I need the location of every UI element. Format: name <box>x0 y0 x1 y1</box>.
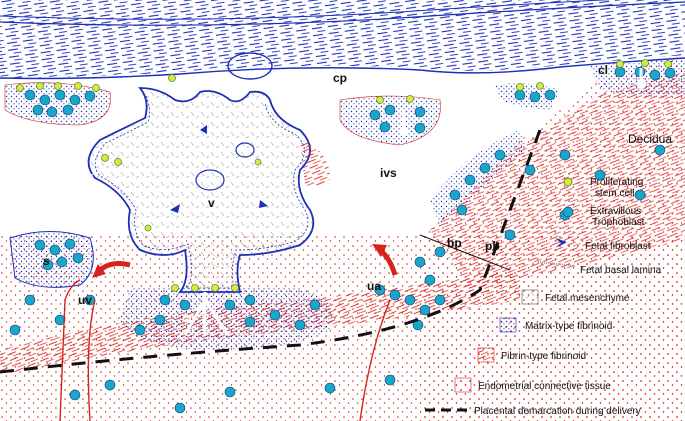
legend-lamina: Fetal basal lamina <box>580 265 662 276</box>
fetal-capillary-2 <box>235 142 255 158</box>
uterine-vein <box>59 279 96 421</box>
fetal-fibroblasts <box>170 125 268 213</box>
legend-evt-1: Extravillous <box>590 206 641 217</box>
stem-cells <box>16 59 672 292</box>
legend-stem-icon <box>563 177 573 187</box>
chorionic-vessel <box>227 52 273 80</box>
label-cc: cc <box>182 311 196 325</box>
legend-lamina-icon <box>537 261 576 267</box>
legend-endometrial: Endometrial connective tissue <box>478 381 611 392</box>
label-ci: ci <box>84 172 94 186</box>
label-cl: cl <box>598 63 608 77</box>
fibrin-villus-rim <box>300 140 330 187</box>
villus-stem <box>87 87 315 293</box>
legend-matrix: Matrix-type fibrinoid <box>525 321 612 332</box>
label-ua: ua <box>367 279 381 293</box>
uterine-artery <box>359 299 391 421</box>
white-arrow-cl-head <box>635 83 647 91</box>
label-bp: bp <box>447 236 462 250</box>
legend: Proliferating stem cell Extravillous Tro… <box>425 177 662 417</box>
label-ivs: ivs <box>380 166 397 180</box>
legend-endometrial-icon <box>454 377 472 393</box>
white-arrow-mid-head <box>397 130 409 138</box>
label-pb: pb <box>485 239 500 253</box>
legend-demarcation: Placental demarcation during delivery <box>474 406 641 417</box>
chorionic-plate <box>0 0 685 78</box>
cell-island-right <box>495 83 560 110</box>
label-v: v <box>208 196 215 210</box>
cell-island-mid <box>339 95 441 146</box>
trophoblast-layer <box>0 57 685 80</box>
white-arrow-cc <box>183 292 230 336</box>
cell-column-cc <box>120 288 332 351</box>
legend-fibrin-icon <box>477 347 495 363</box>
decidua-fibers <box>430 70 685 290</box>
legend-stem-2: stem cell <box>595 188 634 199</box>
trophoblast-cells <box>9 66 676 414</box>
legend-matrix-icon <box>499 317 517 333</box>
bp-pb-divider <box>419 234 511 271</box>
fetal-capillary <box>195 169 225 191</box>
legend-fibroblast: Fetal fibroblast <box>585 241 651 252</box>
legend-mesenchyme: Fetal mesenchyme <box>545 293 630 304</box>
legend-evt-icon <box>562 206 574 218</box>
label-cp: cp <box>333 71 347 85</box>
uv-arrow-head <box>92 264 106 278</box>
amnion-line-2 <box>0 0 612 20</box>
ua-arrow-head <box>372 244 387 257</box>
legend-stem-1: Proliferating <box>590 177 643 188</box>
label-decidua: Decidua <box>628 132 672 146</box>
legend-fibroblast-icon <box>555 238 567 248</box>
cell-island-cl <box>590 59 685 97</box>
amnion-line <box>0 1 685 26</box>
legend-mesenchyme-icon <box>521 289 539 305</box>
legend-evt-2: Trophoblast <box>592 217 645 228</box>
legend-fibrin: Fibrin-type fibrinoid <box>501 351 586 362</box>
label-s: s <box>43 254 50 268</box>
label-uv: uv <box>78 293 92 307</box>
demarcation-line <box>0 129 542 374</box>
